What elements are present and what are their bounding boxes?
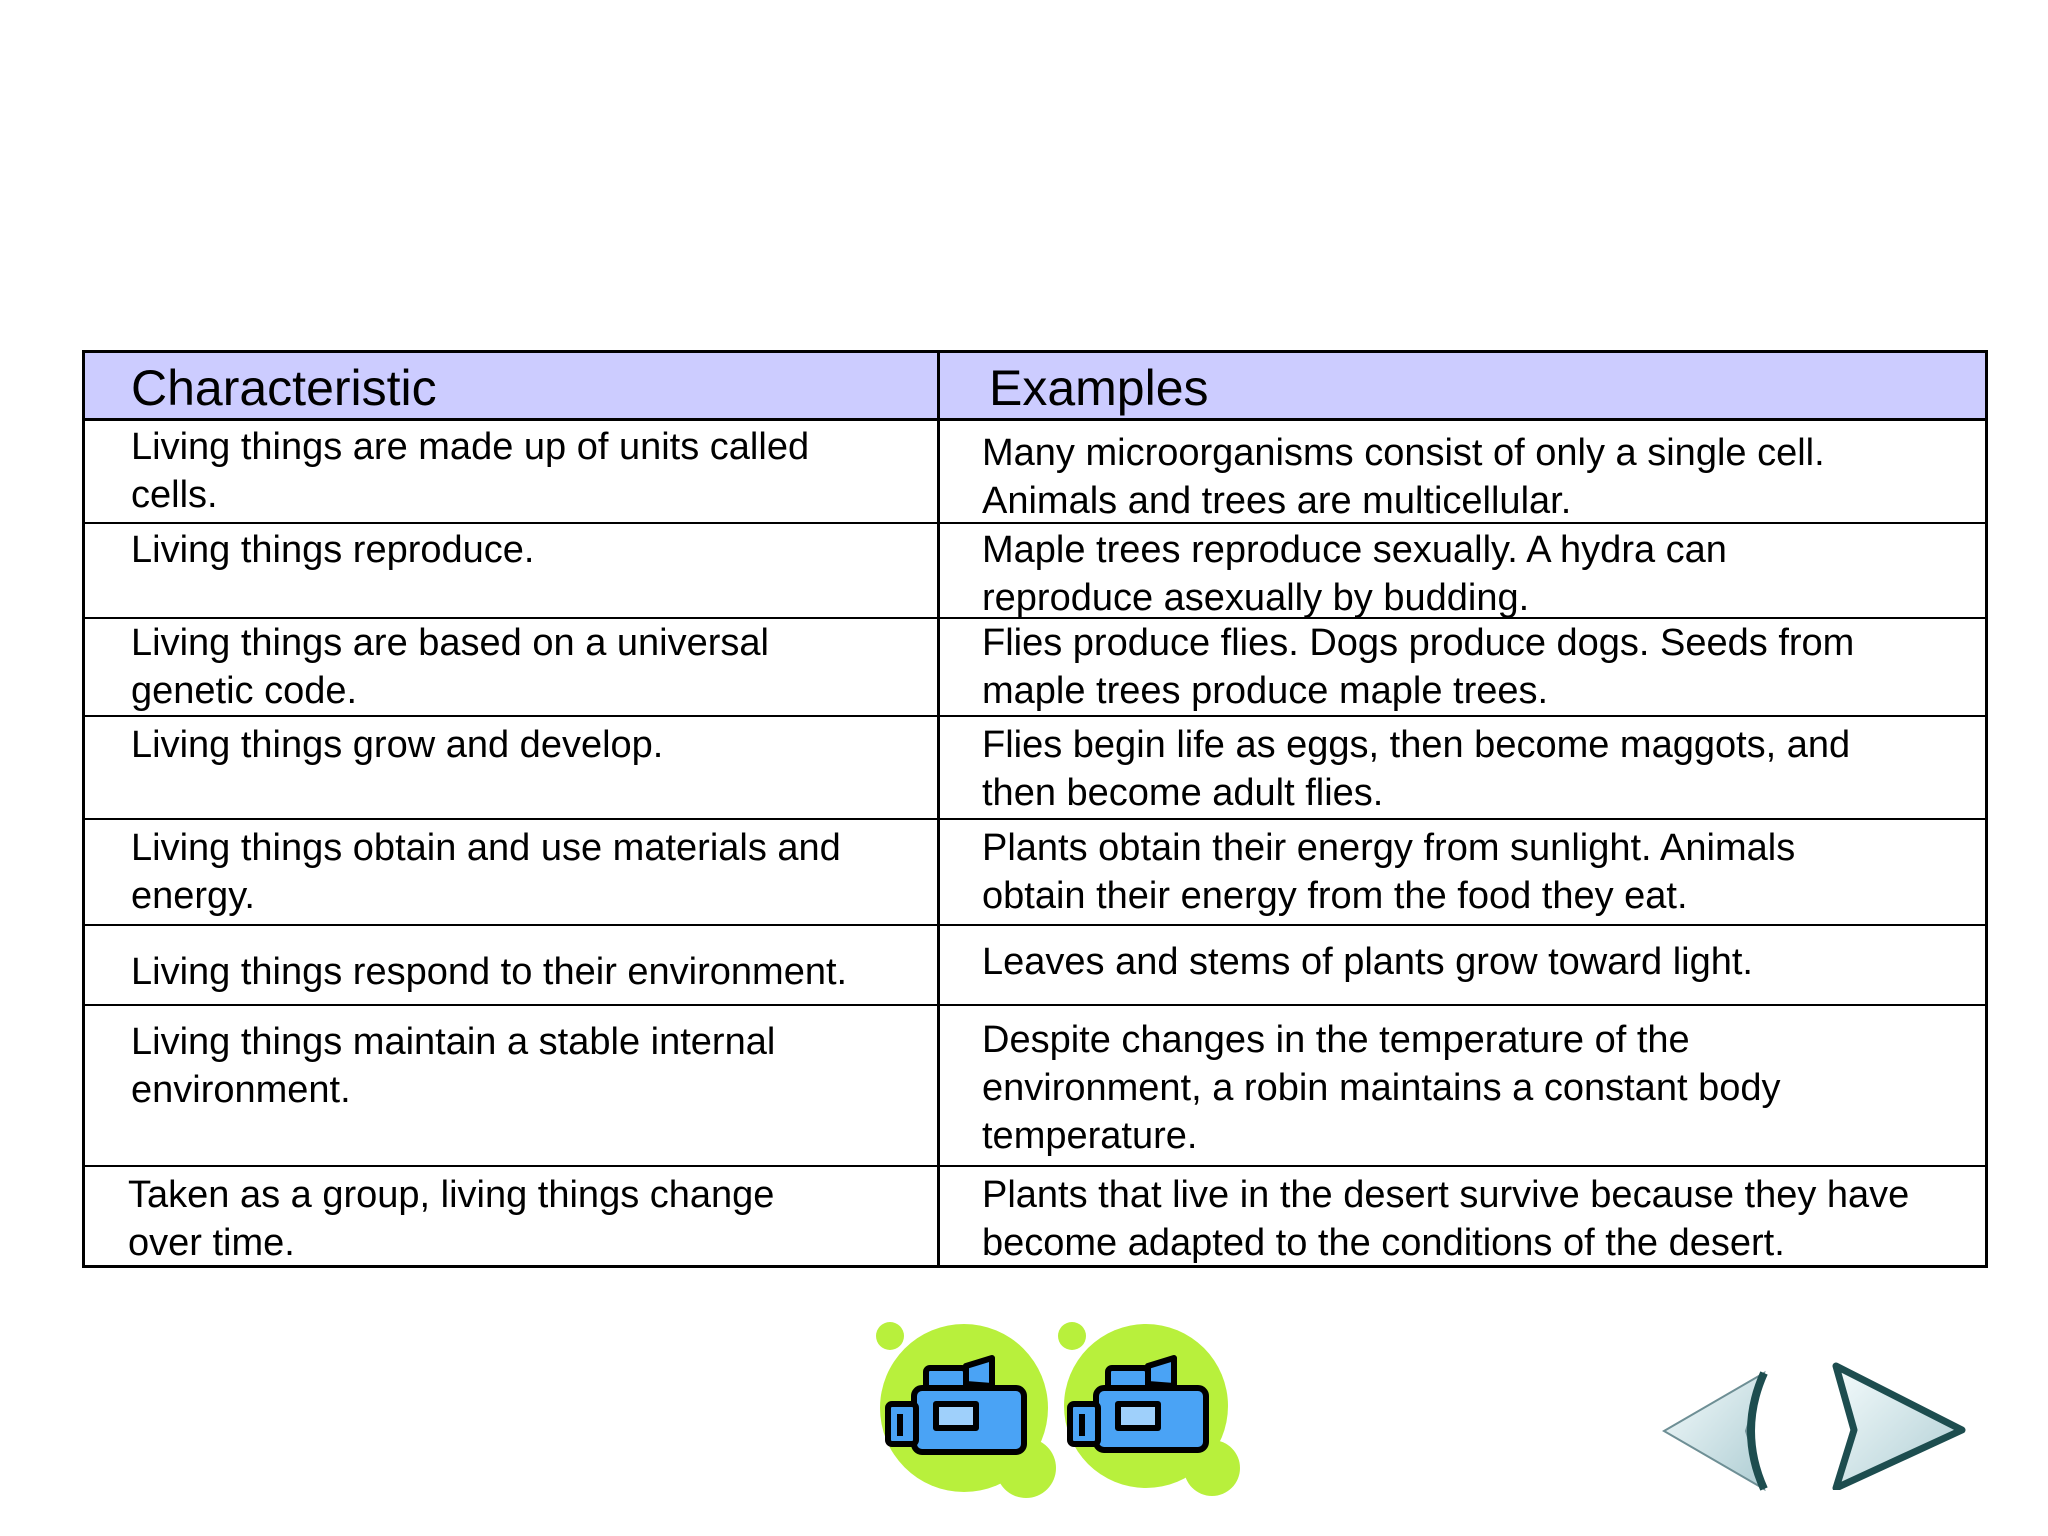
header-characteristic: Characteristic: [131, 360, 437, 416]
table-row: Living things reproduce. Maple trees rep…: [85, 524, 1985, 619]
example-cell: Despite changes in the temperature of th…: [982, 1019, 1781, 1157]
video-camera-icon: [1058, 1322, 1240, 1496]
characteristic-cell: Living things grow and develop.: [131, 724, 664, 766]
example-cell: Maple trees reproduce sexually. A hydra …: [982, 529, 1727, 619]
characteristic-cell: Living things maintain a stable internal…: [131, 1021, 776, 1111]
characteristics-table: Characteristic Examples Living things ar…: [82, 350, 1988, 1268]
table-row: Living things are made up of units calle…: [85, 421, 1985, 524]
table-row: Taken as a group, living things change o…: [85, 1167, 1985, 1268]
column-divider: [937, 353, 940, 1265]
example-cell: Plants that live in the desert survive b…: [982, 1174, 1910, 1264]
table-row: Living things grow and develop. Flies be…: [85, 717, 1985, 820]
example-cell: Plants obtain their energy from sunlight…: [982, 827, 1796, 917]
example-cell: Many microorganisms consist of only a si…: [982, 432, 1825, 522]
table-header: Characteristic Examples: [85, 353, 1985, 421]
characteristic-cell: Living things reproduce.: [131, 529, 535, 571]
example-cell: Flies produce flies. Dogs produce dogs. …: [982, 622, 1855, 712]
table-row: Living things maintain a stable internal…: [85, 1006, 1985, 1167]
video-button-1[interactable]: [866, 1318, 1066, 1518]
characteristic-cell: Living things are based on a universal g…: [131, 622, 769, 712]
header-examples: Examples: [989, 360, 1209, 416]
characteristic-cell: Living things are made up of units calle…: [131, 426, 810, 516]
video-button-2[interactable]: [1050, 1318, 1250, 1518]
forward-arrow-icon: [1832, 1362, 1966, 1492]
table-row: Living things obtain and use materials a…: [85, 820, 1985, 926]
table-row: Living things respond to their environme…: [85, 926, 1985, 1006]
example-cell: Flies begin life as eggs, then become ma…: [982, 724, 1851, 814]
characteristic-cell: Living things respond to their environme…: [131, 951, 848, 993]
characteristic-cell: Taken as a group, living things change o…: [128, 1174, 775, 1264]
table-row: Living things are based on a universal g…: [85, 619, 1985, 717]
previous-slide-button[interactable]: [1660, 1365, 1800, 1495]
video-camera-icon: [876, 1322, 1056, 1498]
characteristic-cell: Living things obtain and use materials a…: [131, 827, 841, 917]
next-slide-button[interactable]: [1828, 1360, 1968, 1492]
back-arrow-icon: [1662, 1370, 1768, 1492]
example-cell: Leaves and stems of plants grow toward l…: [982, 941, 1753, 983]
